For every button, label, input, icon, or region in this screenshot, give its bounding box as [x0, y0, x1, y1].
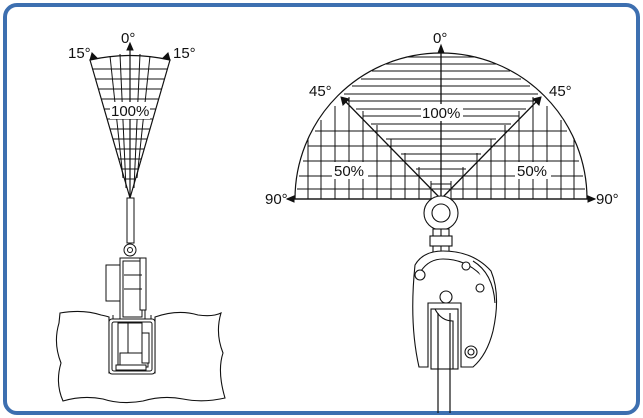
right-left-grid — [297, 97, 441, 199]
diagram-frame: 0° 15° 15° 100% — [3, 3, 640, 415]
right-clamp — [412, 195, 498, 370]
lifting-clamp-angle-diagram: 0° 15° 15° 100% — [3, 3, 640, 415]
right-capacity-left: 50% — [334, 163, 364, 180]
right-capacity-right: 50% — [517, 163, 547, 180]
left-angle-right: 15° — [173, 45, 196, 62]
diagonal-45-left — [343, 99, 442, 200]
right-view — [285, 43, 597, 413]
right-angle-right-45: 45° — [549, 83, 572, 100]
right-angle-left-90: 90° — [265, 191, 288, 208]
left-view — [55, 41, 226, 404]
left-clamp-body — [105, 257, 147, 321]
left-clamp-jaw — [108, 315, 156, 375]
right-angle-top: 0° — [433, 30, 447, 47]
left-clamp-shackle — [126, 197, 135, 244]
right-steel-plate — [437, 313, 451, 413]
right-capacity-center: 100% — [422, 105, 460, 122]
diagonal-45-right — [440, 99, 539, 200]
right-angle-left-45: 45° — [309, 83, 332, 100]
left-angle-left: 15° — [68, 45, 91, 62]
left-angle-top: 0° — [121, 30, 135, 47]
right-angle-right-90: 90° — [596, 191, 619, 208]
left-capacity-label: 100% — [111, 103, 149, 120]
